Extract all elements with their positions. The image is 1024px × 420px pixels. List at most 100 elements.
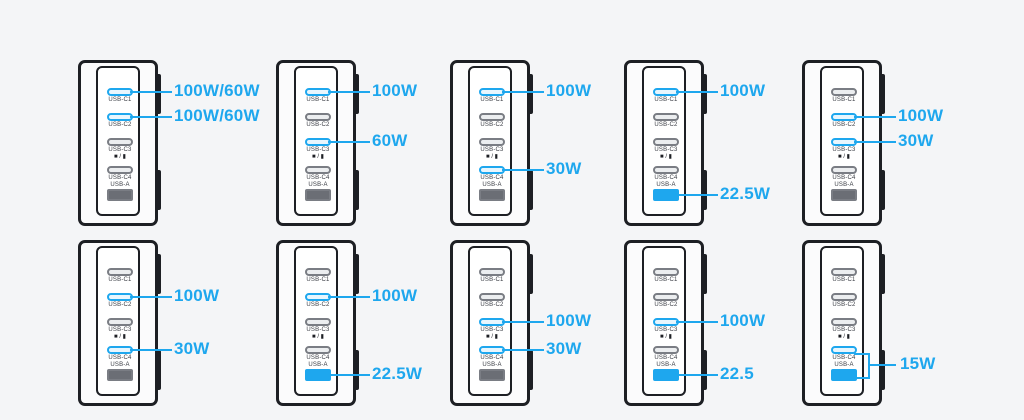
output-wattage-c4: 30W <box>546 159 582 178</box>
usb-c3-label: USB-C3 <box>832 327 856 333</box>
usb-c4-port[interactable] <box>107 166 133 174</box>
output-wattage-a: 22.5 <box>720 364 754 383</box>
usb-c2-port[interactable] <box>479 113 505 121</box>
usb-c4-port[interactable] <box>305 166 331 174</box>
output-wattage-c3: 100W <box>546 311 592 330</box>
usb-c2-label: USB-C2 <box>306 302 330 308</box>
plug-prong <box>701 254 707 294</box>
plug-prong <box>527 74 533 114</box>
plug-prong <box>155 170 161 210</box>
output-wattage-c4a: 15W <box>900 354 936 373</box>
port-group-separator: ■ / ▮ <box>312 334 324 340</box>
usb-c1-port[interactable] <box>831 88 857 96</box>
usb-c3-label: USB-C3 <box>480 147 504 153</box>
usb-c2-port[interactable] <box>305 113 331 121</box>
usb-c1-port[interactable] <box>305 268 331 276</box>
usb-c4-label: USB-C4 <box>832 355 856 361</box>
output-wattage-c1: 100W <box>546 81 592 100</box>
output-wattage-c2: 100W/60W <box>174 106 260 125</box>
usb-c3-port[interactable] <box>653 138 679 146</box>
usb-c4-label: USB-C4 <box>108 175 132 181</box>
usb-c2-port[interactable] <box>831 293 857 301</box>
usb-c4-label: USB-C4 <box>306 175 330 181</box>
usb-c3-port[interactable] <box>305 318 331 326</box>
usb-c4-port[interactable] <box>653 346 679 354</box>
connector-line <box>130 91 172 93</box>
connector-line <box>868 354 870 378</box>
usb-c1-label: USB-C1 <box>108 97 132 103</box>
plug-prong <box>353 350 359 390</box>
usb-c4-port[interactable] <box>305 346 331 354</box>
plug-prong <box>353 254 359 294</box>
usb-c2-label: USB-C2 <box>306 122 330 128</box>
plug-prong <box>155 350 161 390</box>
plug-prong <box>527 350 533 390</box>
usb-c1-port[interactable] <box>831 268 857 276</box>
usb-c2-label: USB-C2 <box>832 302 856 308</box>
output-wattage-c2: 100W <box>372 286 418 305</box>
usb-c3-port[interactable] <box>479 138 505 146</box>
usb-c3-label: USB-C3 <box>480 327 504 333</box>
usb-c2-label: USB-C2 <box>654 302 678 308</box>
port-group-separator: ■ / ▮ <box>114 334 126 340</box>
usb-c1-label: USB-C1 <box>654 97 678 103</box>
usb-a-port[interactable] <box>107 369 133 381</box>
connector-line <box>502 91 544 93</box>
connector-line <box>502 349 544 351</box>
usb-a-port[interactable] <box>479 369 505 381</box>
output-wattage-c1: 100W/60W <box>174 81 260 100</box>
usb-c4-label: USB-C4 <box>108 355 132 361</box>
usb-c4-port[interactable] <box>831 346 857 354</box>
usb-c2-label: USB-C2 <box>108 122 132 128</box>
usb-a-label: USB-A <box>308 182 328 188</box>
output-wattage-c1: 100W <box>720 81 766 100</box>
usb-a-port[interactable] <box>479 189 505 201</box>
usb-c3-label: USB-C3 <box>108 327 132 333</box>
usb-c3-port[interactable] <box>831 318 857 326</box>
usb-c3-port[interactable] <box>107 138 133 146</box>
usb-a-port[interactable] <box>305 189 331 201</box>
output-wattage-c2: 100W <box>898 106 944 125</box>
port-group-separator: ■ / ▮ <box>838 154 850 160</box>
output-wattage-c3: 30W <box>898 131 934 150</box>
usb-c1-label: USB-C1 <box>654 277 678 283</box>
plug-prong <box>155 254 161 294</box>
usb-c2-port[interactable] <box>653 293 679 301</box>
output-wattage-c1: 100W <box>372 81 418 100</box>
usb-c3-port[interactable] <box>107 318 133 326</box>
usb-c1-label: USB-C1 <box>832 97 856 103</box>
usb-c4-port[interactable] <box>653 166 679 174</box>
output-wattage-c4: 30W <box>174 339 210 358</box>
usb-c2-port[interactable] <box>653 113 679 121</box>
usb-a-port[interactable] <box>831 189 857 201</box>
usb-c2-port[interactable] <box>479 293 505 301</box>
usb-a-label: USB-A <box>110 362 130 368</box>
plug-prong <box>701 350 707 390</box>
usb-c1-port[interactable] <box>653 268 679 276</box>
usb-c3-label: USB-C3 <box>108 147 132 153</box>
connector-line <box>130 296 172 298</box>
usb-a-label: USB-A <box>308 362 328 368</box>
usb-c3-label: USB-C3 <box>654 147 678 153</box>
connector-line <box>328 141 370 143</box>
usb-a-port[interactable] <box>107 189 133 201</box>
connector-line <box>130 349 172 351</box>
usb-c2-label: USB-C2 <box>108 302 132 308</box>
usb-a-label: USB-A <box>482 362 502 368</box>
output-wattage-c4: 30W <box>546 339 582 358</box>
usb-c1-port[interactable] <box>107 268 133 276</box>
usb-a-port[interactable] <box>831 369 857 381</box>
connector-line <box>328 296 370 298</box>
output-wattage-c2: 100W <box>174 286 220 305</box>
plug-prong <box>353 74 359 114</box>
usb-c1-port[interactable] <box>479 268 505 276</box>
plug-prong <box>527 170 533 210</box>
connector-line <box>676 91 718 93</box>
usb-c4-port[interactable] <box>831 166 857 174</box>
port-group-separator: ■ / ▮ <box>114 154 126 160</box>
